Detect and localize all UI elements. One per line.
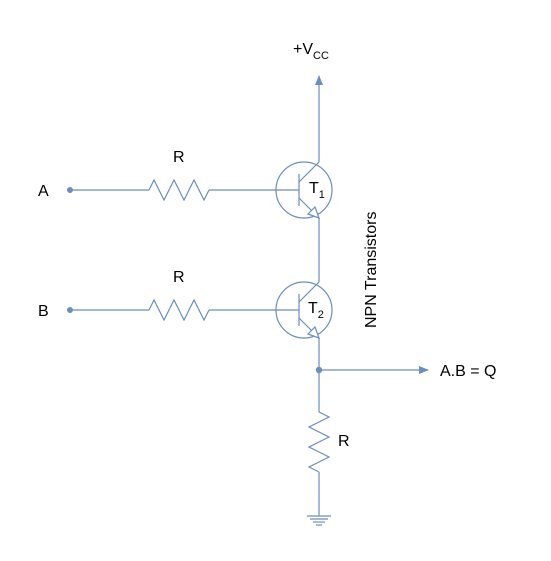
resistor-r3-label: R	[338, 433, 350, 450]
output-label: A.B = Q	[440, 363, 496, 380]
ground-icon	[307, 515, 331, 526]
resistor-r2	[148, 298, 210, 322]
resistor-r1-label: R	[173, 149, 185, 166]
vcc-label: +VCC	[293, 41, 329, 62]
input-a-label: A	[38, 183, 49, 200]
transistor-t1-label: T1	[309, 180, 325, 201]
resistor-r2-label: R	[173, 269, 185, 286]
resistor-r3	[307, 411, 331, 473]
transistor-t2	[275, 281, 333, 340]
resistor-r1	[148, 178, 210, 202]
transistor-t1	[275, 161, 333, 220]
npn-transistors-label: NPN Transistors	[363, 212, 380, 328]
transistor-t2-label: T2	[308, 300, 324, 321]
input-b-label: B	[38, 303, 49, 320]
